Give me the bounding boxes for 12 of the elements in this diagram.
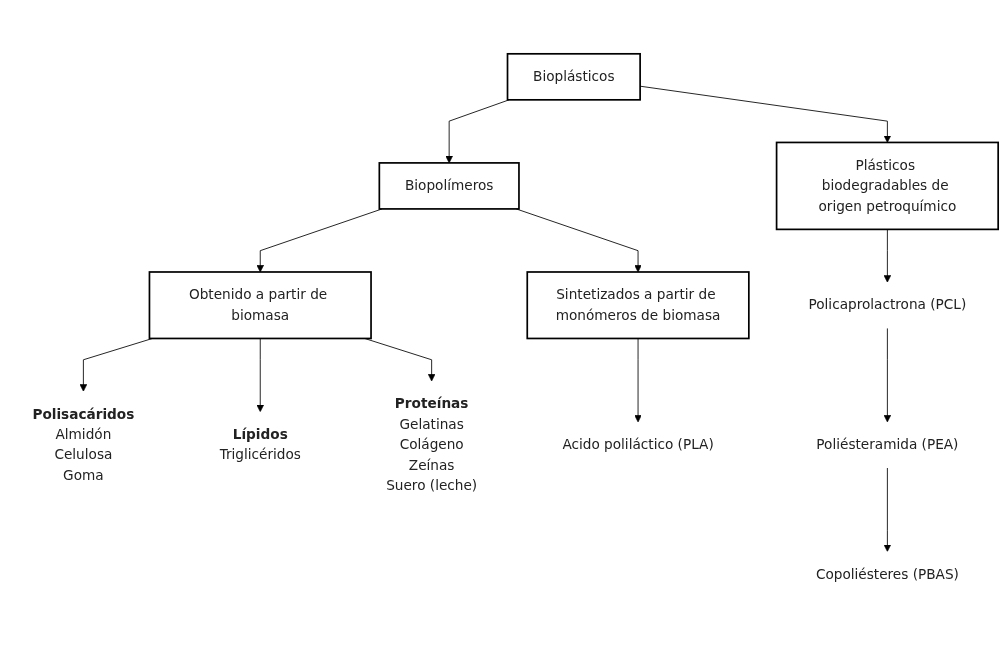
node-box: Sintetizados a partir de monómeros de biomasa — [526, 271, 750, 340]
node-text: Policaprolactrona (PCL) — [808, 297, 967, 314]
node-text: Proteínas Gelatinas Colágeno Zeínas Suero (leche) — [386, 395, 478, 494]
node-text: Polisacáridos Almidón Celulosa Goma — [32, 406, 135, 484]
node-box: Obtenido a partir de biomasa — [148, 271, 372, 340]
node-text: Poliésteramida (PEA) — [816, 436, 959, 453]
node-box: Biopolímeros — [378, 162, 520, 211]
node-box: Bioplásticos — [506, 53, 641, 101]
node-text: Copoliésteres (PBAS) — [815, 566, 959, 583]
node-text: Lípidos Triglicéridos — [219, 426, 301, 464]
node-box: Plásticos biodegradables de origen petroquímico — [775, 141, 999, 231]
node-text: Acido poliláctico (PLA) — [562, 436, 714, 453]
